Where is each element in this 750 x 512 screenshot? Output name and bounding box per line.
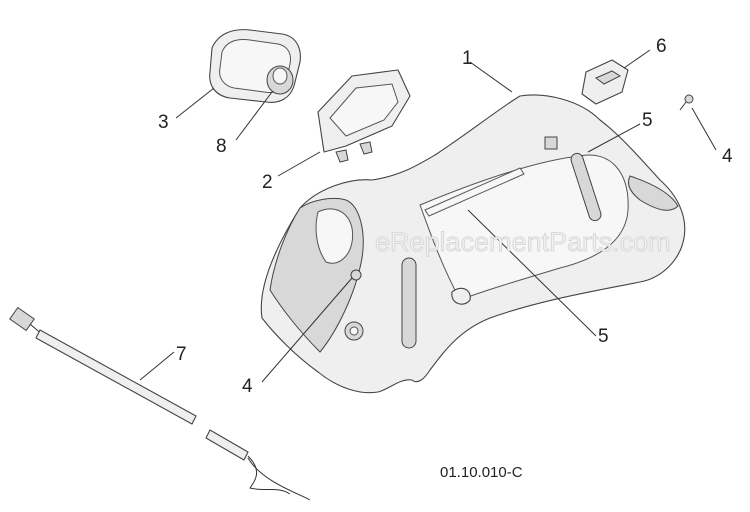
callout-6: 6 (656, 36, 667, 57)
watermark: eReplacementParts.com (375, 227, 671, 257)
callout-5-top: 5 (642, 110, 653, 131)
callout-3: 3 (158, 112, 169, 133)
bezel-frame (317, 69, 411, 163)
callout-4-left: 4 (242, 376, 253, 397)
callout-7: 7 (176, 344, 187, 365)
callout-4-right: 4 (722, 146, 733, 167)
leader-lines (139, 49, 717, 383)
hood-cover (260, 94, 686, 394)
wire-harness (9, 306, 311, 501)
bulb-socket (266, 65, 294, 95)
screw-left (350, 269, 362, 281)
callout-5-bottom: 5 (598, 326, 609, 347)
callout-1: 1 (462, 48, 473, 69)
callout-2: 2 (262, 172, 273, 193)
diagram-code: 01.10.010-C (440, 464, 523, 481)
screw-right (679, 94, 694, 111)
switch (581, 59, 629, 105)
callout-8: 8 (216, 136, 227, 157)
